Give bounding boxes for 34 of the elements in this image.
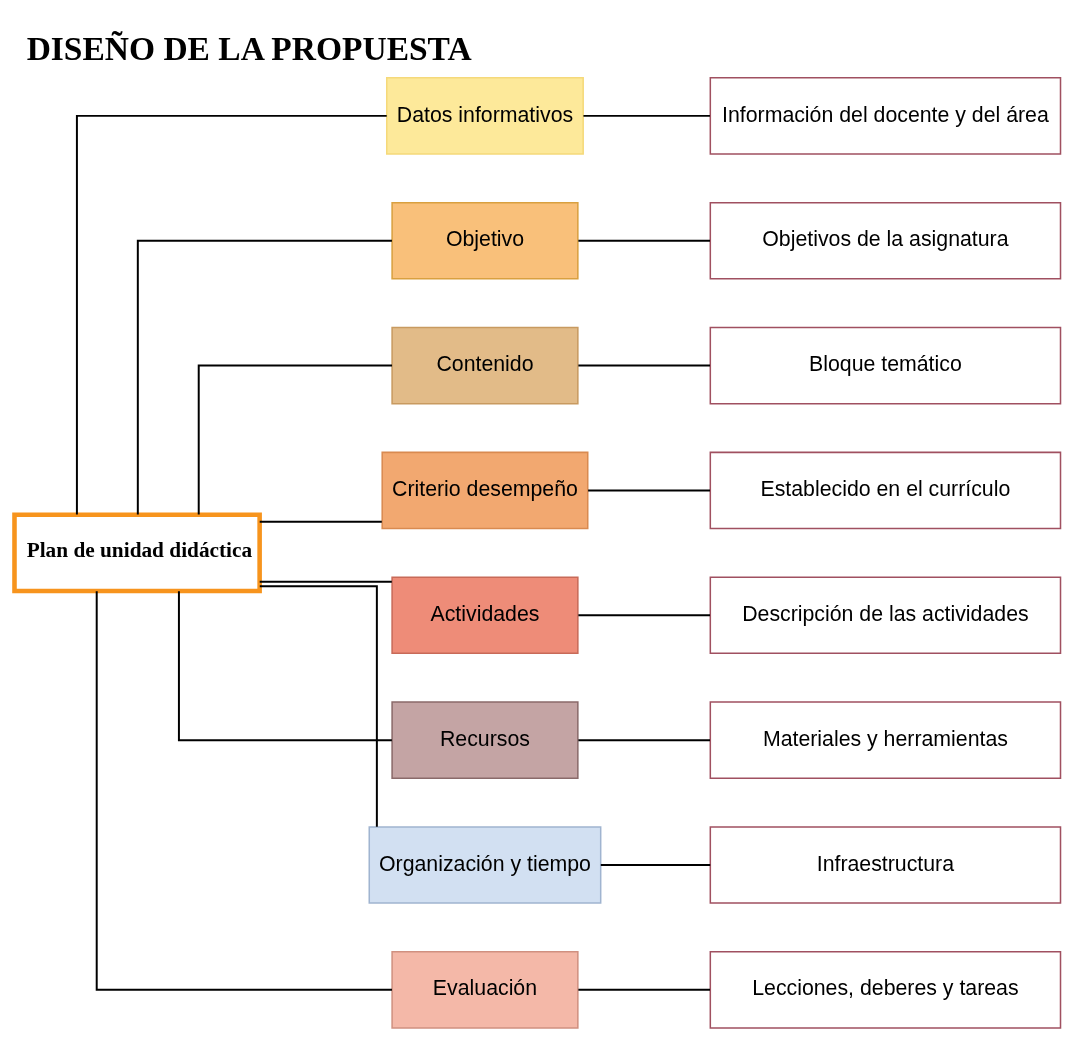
connector — [587, 489, 711, 492]
connector — [197, 364, 393, 516]
connector — [577, 239, 711, 242]
node-box: Organización y tiempo — [368, 826, 602, 904]
connector — [577, 739, 711, 742]
node-box: Información del docente y del área — [709, 77, 1062, 155]
node-box: Infraestructura — [709, 826, 1062, 904]
node-box: Objetivos de la asignatura — [709, 201, 1062, 280]
node-box: Actividades — [391, 576, 579, 655]
node-box: Lecciones, deberes y tareas — [709, 951, 1062, 1029]
node-box: Criterio desempeño — [381, 451, 589, 530]
node-box: Materiales y herramientas — [709, 701, 1062, 779]
node-box: Recursos — [391, 701, 579, 779]
connector — [95, 590, 393, 991]
connector — [177, 590, 393, 742]
node-box: Establecido en el currículo — [709, 451, 1062, 530]
node-box: Objetivo — [391, 201, 579, 280]
node-box: Contenido — [391, 326, 579, 405]
connector — [582, 114, 711, 117]
connector — [599, 864, 712, 866]
connector — [258, 520, 383, 523]
node-box: Bloque temático — [709, 326, 1062, 405]
node-box: Datos informativos — [386, 77, 584, 155]
connector — [258, 580, 393, 583]
node-box: Plan de unidad didáctica — [12, 512, 262, 594]
connector — [577, 614, 711, 617]
connector — [577, 988, 711, 991]
connector — [577, 364, 711, 367]
connector — [258, 585, 378, 828]
node-box: Evaluación — [391, 951, 579, 1029]
connector — [136, 239, 393, 516]
node-box: Descripción de las actividades — [709, 576, 1062, 655]
connector — [75, 114, 388, 516]
diagram-title: DISEÑO DE LA PROPUESTA — [26, 30, 472, 68]
